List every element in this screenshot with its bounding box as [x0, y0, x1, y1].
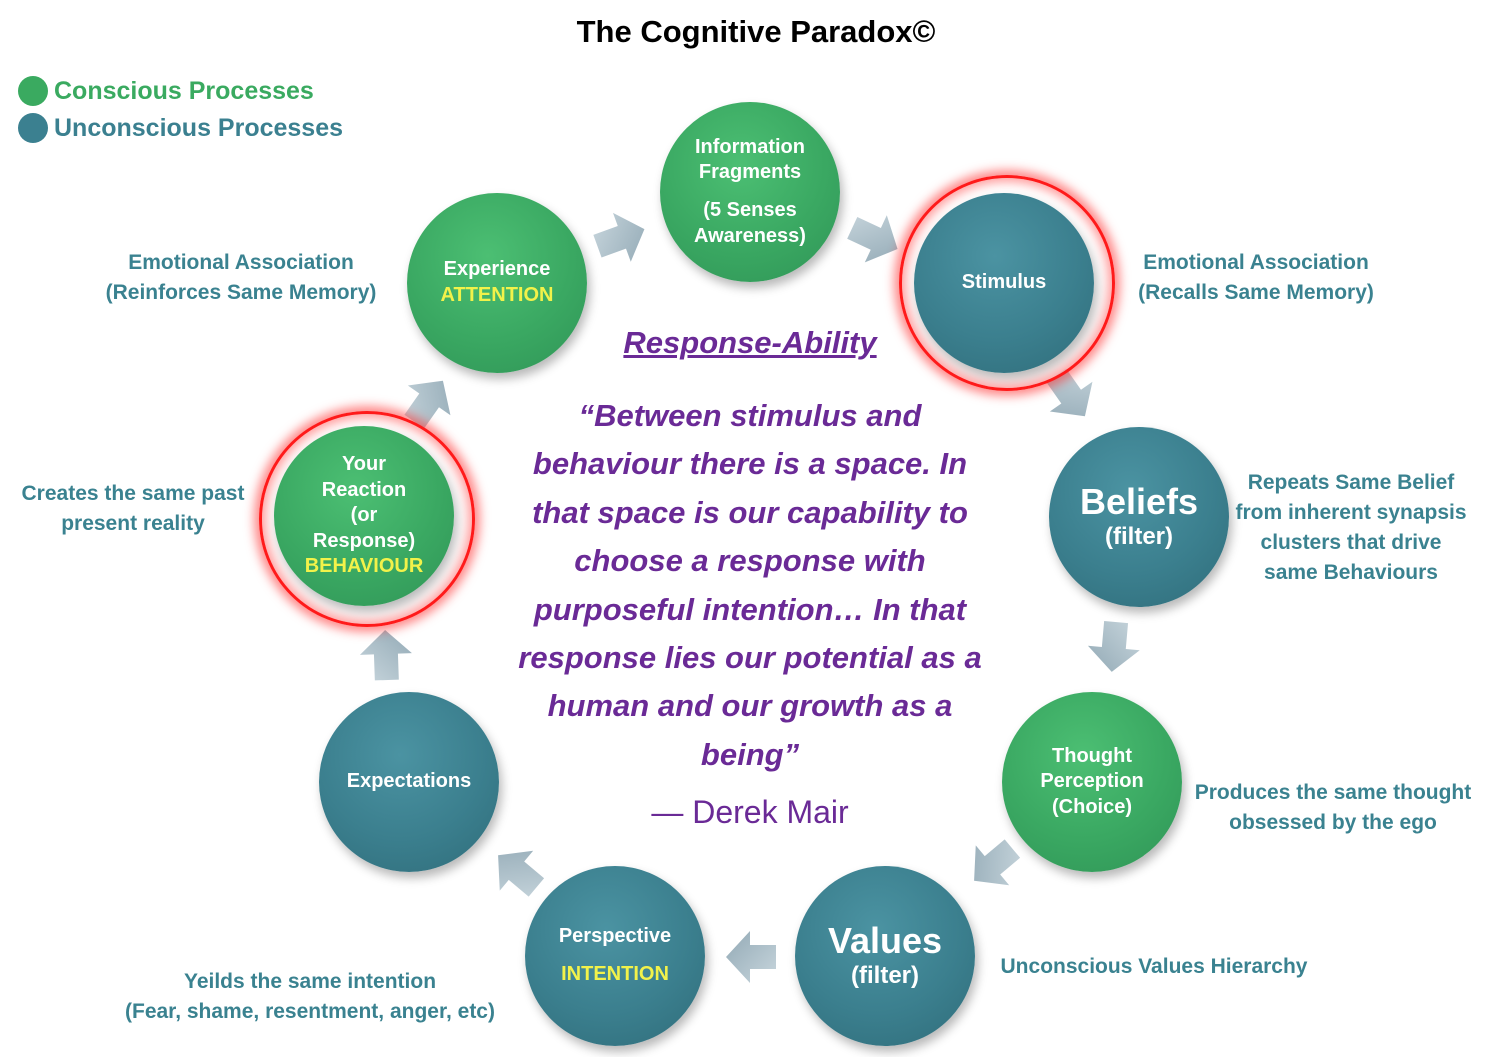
annotation-experience-line1: Emotional Association: [128, 251, 354, 274]
node-information-line3: (5 Senses: [703, 199, 797, 221]
node-perspective-label: Perspective: [558, 925, 672, 948]
arrow-expectations-to-reaction-icon: [359, 629, 413, 681]
node-expectations: Expectations: [319, 692, 499, 872]
node-your-reaction: Your Reaction (or Response) BEHAVIOUR: [274, 426, 454, 606]
arrow-beliefs-to-thought-icon: [1085, 619, 1142, 675]
diagram-title: The Cognitive Paradox©: [576, 14, 936, 49]
node-information-fragments: Information Fragments (5 Senses Awarenes…: [660, 102, 840, 282]
arrow-values-to-perspective-icon: [726, 931, 776, 983]
annotation-perspective-line1: Yeilds the same intention: [183, 970, 437, 993]
node-values-title: Values: [827, 919, 943, 961]
quote-line: that space is our capability to: [532, 494, 968, 530]
node-values: Values (filter): [795, 866, 975, 1046]
annotation-stimulus-line2: (Recalls Same Memory): [1138, 281, 1374, 304]
arrow-thought-to-values-icon: [957, 828, 1030, 901]
node-experience-label: Experience: [443, 258, 551, 281]
annotation-values: Unconscious Values Hierarchy: [994, 952, 1314, 982]
node-reaction-line4: Response): [312, 529, 416, 552]
annotation-stimulus: Emotional Association (Recalls Same Memo…: [1125, 248, 1387, 308]
node-reaction-line1: Your: [341, 453, 387, 476]
arrow-experience-to-information-icon: [588, 204, 654, 271]
annotation-reaction-line2: present reality: [61, 512, 205, 535]
quote-line: “Between stimulus and: [578, 398, 922, 433]
annotation-values-line1: Unconscious Values Hierarchy: [1000, 955, 1308, 978]
node-reaction-line3: (or: [350, 504, 378, 527]
node-reaction-keyword: BEHAVIOUR: [304, 555, 424, 578]
quote-line: choose a response with: [574, 543, 926, 579]
annotation-beliefs-line1: Repeats Same Belief: [1247, 471, 1455, 494]
node-thought-line1: Thought: [1052, 744, 1132, 767]
annotation-perspective: Yeilds the same intention (Fear, shame, …: [108, 967, 512, 1027]
annotation-reaction: Creates the same past present reality: [12, 479, 254, 539]
node-thought-line3: (Choice): [1052, 795, 1132, 818]
annotation-beliefs: Repeats Same Belief from inherent synaps…: [1226, 468, 1476, 588]
annotation-stimulus-line1: Emotional Association: [1143, 251, 1369, 274]
annotation-reaction-line1: Creates the same past: [21, 482, 245, 505]
node-values-subtitle: (filter): [851, 962, 919, 990]
node-expectations-label: Expectations: [346, 770, 472, 793]
node-stimulus: Stimulus: [914, 193, 1094, 373]
node-information-line1: Information: [695, 135, 805, 158]
legend-unconscious: Unconscious Processes: [18, 113, 343, 143]
annotation-beliefs-line3: clusters that drive: [1260, 531, 1442, 554]
center-quote: “Between stimulus and behaviour there is…: [480, 392, 1020, 779]
node-beliefs-subtitle: (filter): [1105, 523, 1173, 551]
node-stimulus-label: Stimulus: [961, 271, 1047, 294]
annotation-beliefs-line2: from inherent synapsis: [1235, 501, 1467, 524]
node-experience-keyword: ATTENTION: [440, 284, 554, 306]
node-reaction-line2: Reaction: [321, 478, 407, 501]
annotation-thought-line2: obsessed by the ego: [1229, 811, 1437, 834]
annotation-experience-line2: (Reinforces Same Memory): [105, 281, 377, 304]
legend-conscious-label: Conscious Processes: [54, 76, 314, 105]
node-thought-line2: Perception: [1040, 770, 1144, 793]
annotation-beliefs-line4: same Behaviours: [1264, 561, 1438, 584]
node-information-line4: Awareness): [694, 224, 806, 247]
node-perspective: Perspective INTENTION: [525, 866, 705, 1046]
node-perspective-keyword: INTENTION: [561, 963, 669, 985]
quote-line: being”: [700, 736, 800, 772]
arrow-information-to-stimulus-icon: [841, 204, 909, 273]
node-thought-perception: Thought Perception (Choice): [1002, 692, 1182, 872]
quote-author: — Derek Mair: [651, 794, 849, 830]
annotation-thought-line1: Produces the same thought: [1194, 781, 1472, 804]
green-dot-icon: [18, 76, 48, 106]
annotation-experience: Emotional Association (Reinforces Same M…: [96, 248, 386, 308]
quote-line: behaviour there is a space. In: [532, 446, 968, 482]
legend-conscious: Conscious Processes: [18, 76, 314, 106]
quote-line: human and our growth as a: [547, 688, 953, 724]
legend-unconscious-label: Unconscious Processes: [54, 113, 344, 142]
node-experience: Experience ATTENTION: [407, 193, 587, 373]
node-beliefs-title: Beliefs: [1079, 480, 1199, 522]
annotation-perspective-line2: (Fear, shame, resentment, anger, etc): [125, 1000, 495, 1023]
arrow-perspective-to-expectations-icon: [481, 835, 554, 908]
quote-line: purposeful intention… In that: [533, 591, 967, 627]
center-heading: Response-Ability: [623, 325, 877, 360]
teal-dot-icon: [18, 113, 48, 143]
node-beliefs: Beliefs (filter): [1049, 427, 1229, 607]
node-information-line2: Fragments: [698, 161, 802, 184]
quote-line: response lies our potential as a: [518, 640, 982, 676]
annotation-thought: Produces the same thought obsessed by th…: [1183, 778, 1483, 838]
